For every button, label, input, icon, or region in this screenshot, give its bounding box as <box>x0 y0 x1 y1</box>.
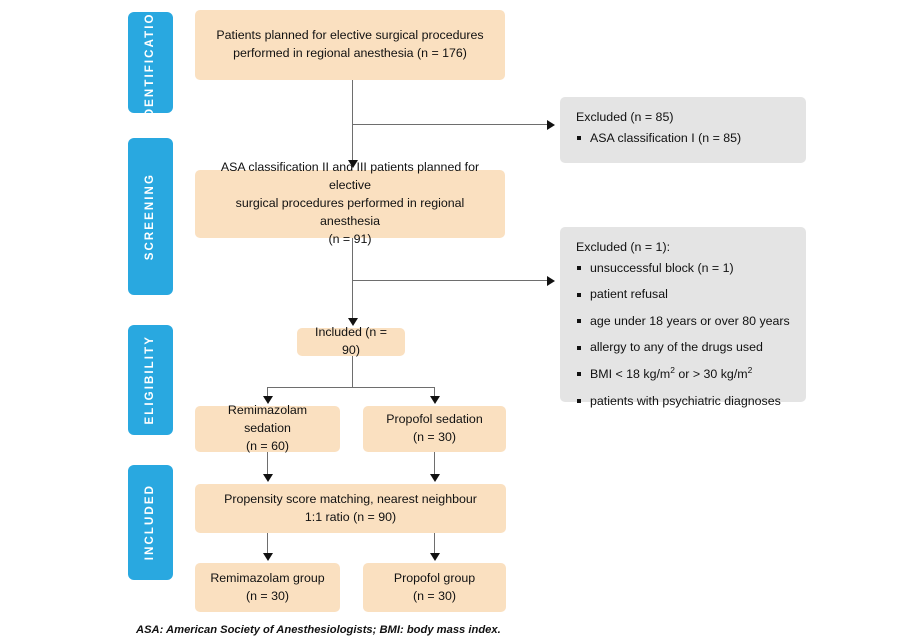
list-item: BMI < 18 kg/m2 or > 30 kg/m2 <box>576 365 792 384</box>
arrow-right-icon <box>547 120 555 130</box>
box-included: Included (n = 90) <box>297 325 405 357</box>
box-propofol-sedation: Propofol sedation (n = 30) <box>363 406 506 452</box>
connector-identified-to-screened <box>352 80 354 162</box>
connector-propofol-sedation-to-matching <box>434 452 436 476</box>
bullet-icon <box>577 319 581 324</box>
excluded-box-first: Excluded (n = 85) ASA classification I (… <box>560 97 806 163</box>
arrow-down-icon <box>430 396 440 404</box>
stage-tab-eligibility: ELIGIBILITY <box>128 325 173 435</box>
excluded-second-item-4: BMI < 18 kg/m2 or > 30 kg/m2 <box>590 364 753 382</box>
connector-matching-to-remimazolam-group <box>267 533 269 555</box>
excluded-box-second: Excluded (n = 1): unsuccessful block (n … <box>560 227 806 408</box>
stage-tab-included: INCLUDED <box>128 465 173 580</box>
connector-matching-to-propofol-group <box>434 533 436 555</box>
box-remimazolam-sedation-text: Remimazolam sedation (n = 60) <box>227 403 308 453</box>
excluded-second-list: unsuccessful block (n = 1) patient refus… <box>576 259 792 411</box>
list-item: age under 18 years or over 80 years <box>576 312 792 331</box>
bullet-icon <box>577 372 581 377</box>
arrow-down-icon <box>430 474 440 482</box>
excluded-second-item-0: unsuccessful block (n = 1) <box>590 260 734 275</box>
box-propofol-group: Propofol group (n = 30) <box>363 563 506 612</box>
connector-to-propofol-sedation <box>434 387 436 398</box>
stage-tab-identification: IDENTIFICATION <box>128 2 173 123</box>
stage-tab-identification-label: IDENTIFICATION <box>143 2 156 123</box>
excluded-first-item-0: ASA classification I (n = 85) <box>590 130 742 145</box>
arrow-down-icon <box>430 553 440 561</box>
box-identified-text: Patients planned for elective surgical p… <box>216 28 484 60</box>
stage-tab-included-label: INCLUDED <box>143 484 156 561</box>
connector-sedation-split <box>267 387 435 389</box>
box-remimazolam-group: Remimazolam group (n = 30) <box>195 563 340 612</box>
excluded-second-title: Excluded (n = 1): <box>576 240 671 254</box>
box-matching-text: Propensity score matching, nearest neigh… <box>224 491 477 524</box>
stage-tab-screening: SCREENING <box>128 138 173 295</box>
arrow-down-icon <box>263 553 273 561</box>
connector-remimazolam-sedation-to-matching <box>267 452 269 476</box>
arrow-down-icon <box>263 396 273 404</box>
box-screened: ASA classification II and III patients p… <box>195 160 505 246</box>
excluded-second-item-3: allergy to any of the drugs used <box>590 340 763 355</box>
arrow-right-icon <box>547 276 555 286</box>
list-item: patients with psychiatric diagnoses <box>576 392 792 411</box>
arrow-down-icon <box>263 474 273 482</box>
box-propofol-sedation-text: Propofol sedation (n = 30) <box>386 412 483 444</box>
excluded-second-item-5: patients with psychiatric diagnoses <box>590 393 781 408</box>
stage-tab-eligibility-label: ELIGIBILITY <box>143 335 156 425</box>
connector-screened-to-excluded <box>352 280 548 282</box>
excluded-second-item-2: age under 18 years or over 80 years <box>590 313 790 328</box>
stage-tab-screening-label: SCREENING <box>143 172 156 261</box>
figure-footnote: ASA: American Society of Anesthesiologis… <box>136 624 501 636</box>
excluded-first-list: ASA classification I (n = 85) <box>576 129 792 148</box>
excluded-first-title: Excluded (n = 85) <box>576 110 674 124</box>
bullet-icon <box>577 265 581 270</box>
bullet-icon <box>577 292 581 297</box>
arrow-down-icon <box>348 318 358 326</box>
bullet-icon <box>577 135 581 140</box>
bullet-icon <box>577 345 581 350</box>
box-propofol-group-text: Propofol group (n = 30) <box>393 570 476 603</box>
box-remimazolam-sedation: Remimazolam sedation (n = 60) <box>195 403 340 453</box>
arrow-down-icon <box>348 160 358 168</box>
box-matching: Propensity score matching, nearest neigh… <box>195 484 506 533</box>
box-screened-text: ASA classification II and III patients p… <box>220 160 480 246</box>
box-included-text: Included (n = 90) <box>315 325 387 357</box>
excluded-second-item-1: patient refusal <box>590 287 668 302</box>
box-remimazolam-group-text: Remimazolam group (n = 30) <box>210 570 325 603</box>
bullet-icon <box>577 398 581 403</box>
box-identified: Patients planned for elective surgical p… <box>195 10 505 80</box>
connector-included-stem <box>352 356 354 388</box>
list-item: unsuccessful block (n = 1) <box>576 259 792 278</box>
list-item: ASA classification I (n = 85) <box>576 129 792 148</box>
connector-screened-to-included <box>352 238 354 320</box>
connector-to-remimazolam-sedation <box>267 387 269 398</box>
list-item: allergy to any of the drugs used <box>576 338 792 357</box>
connector-identified-to-excluded <box>352 124 548 126</box>
list-item: patient refusal <box>576 285 792 304</box>
